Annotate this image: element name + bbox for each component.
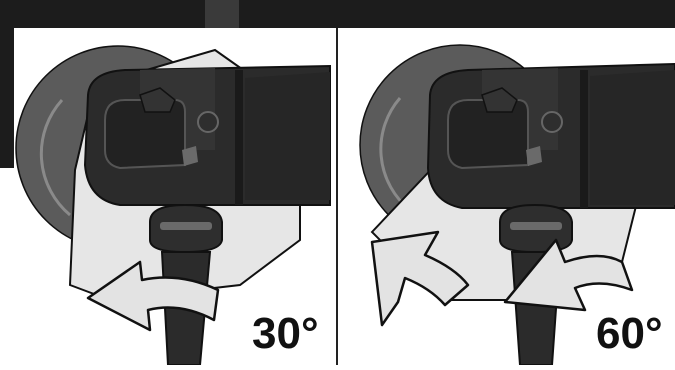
angle-label-60: 60° <box>596 312 663 356</box>
angle-label-30: 30° <box>252 312 319 356</box>
